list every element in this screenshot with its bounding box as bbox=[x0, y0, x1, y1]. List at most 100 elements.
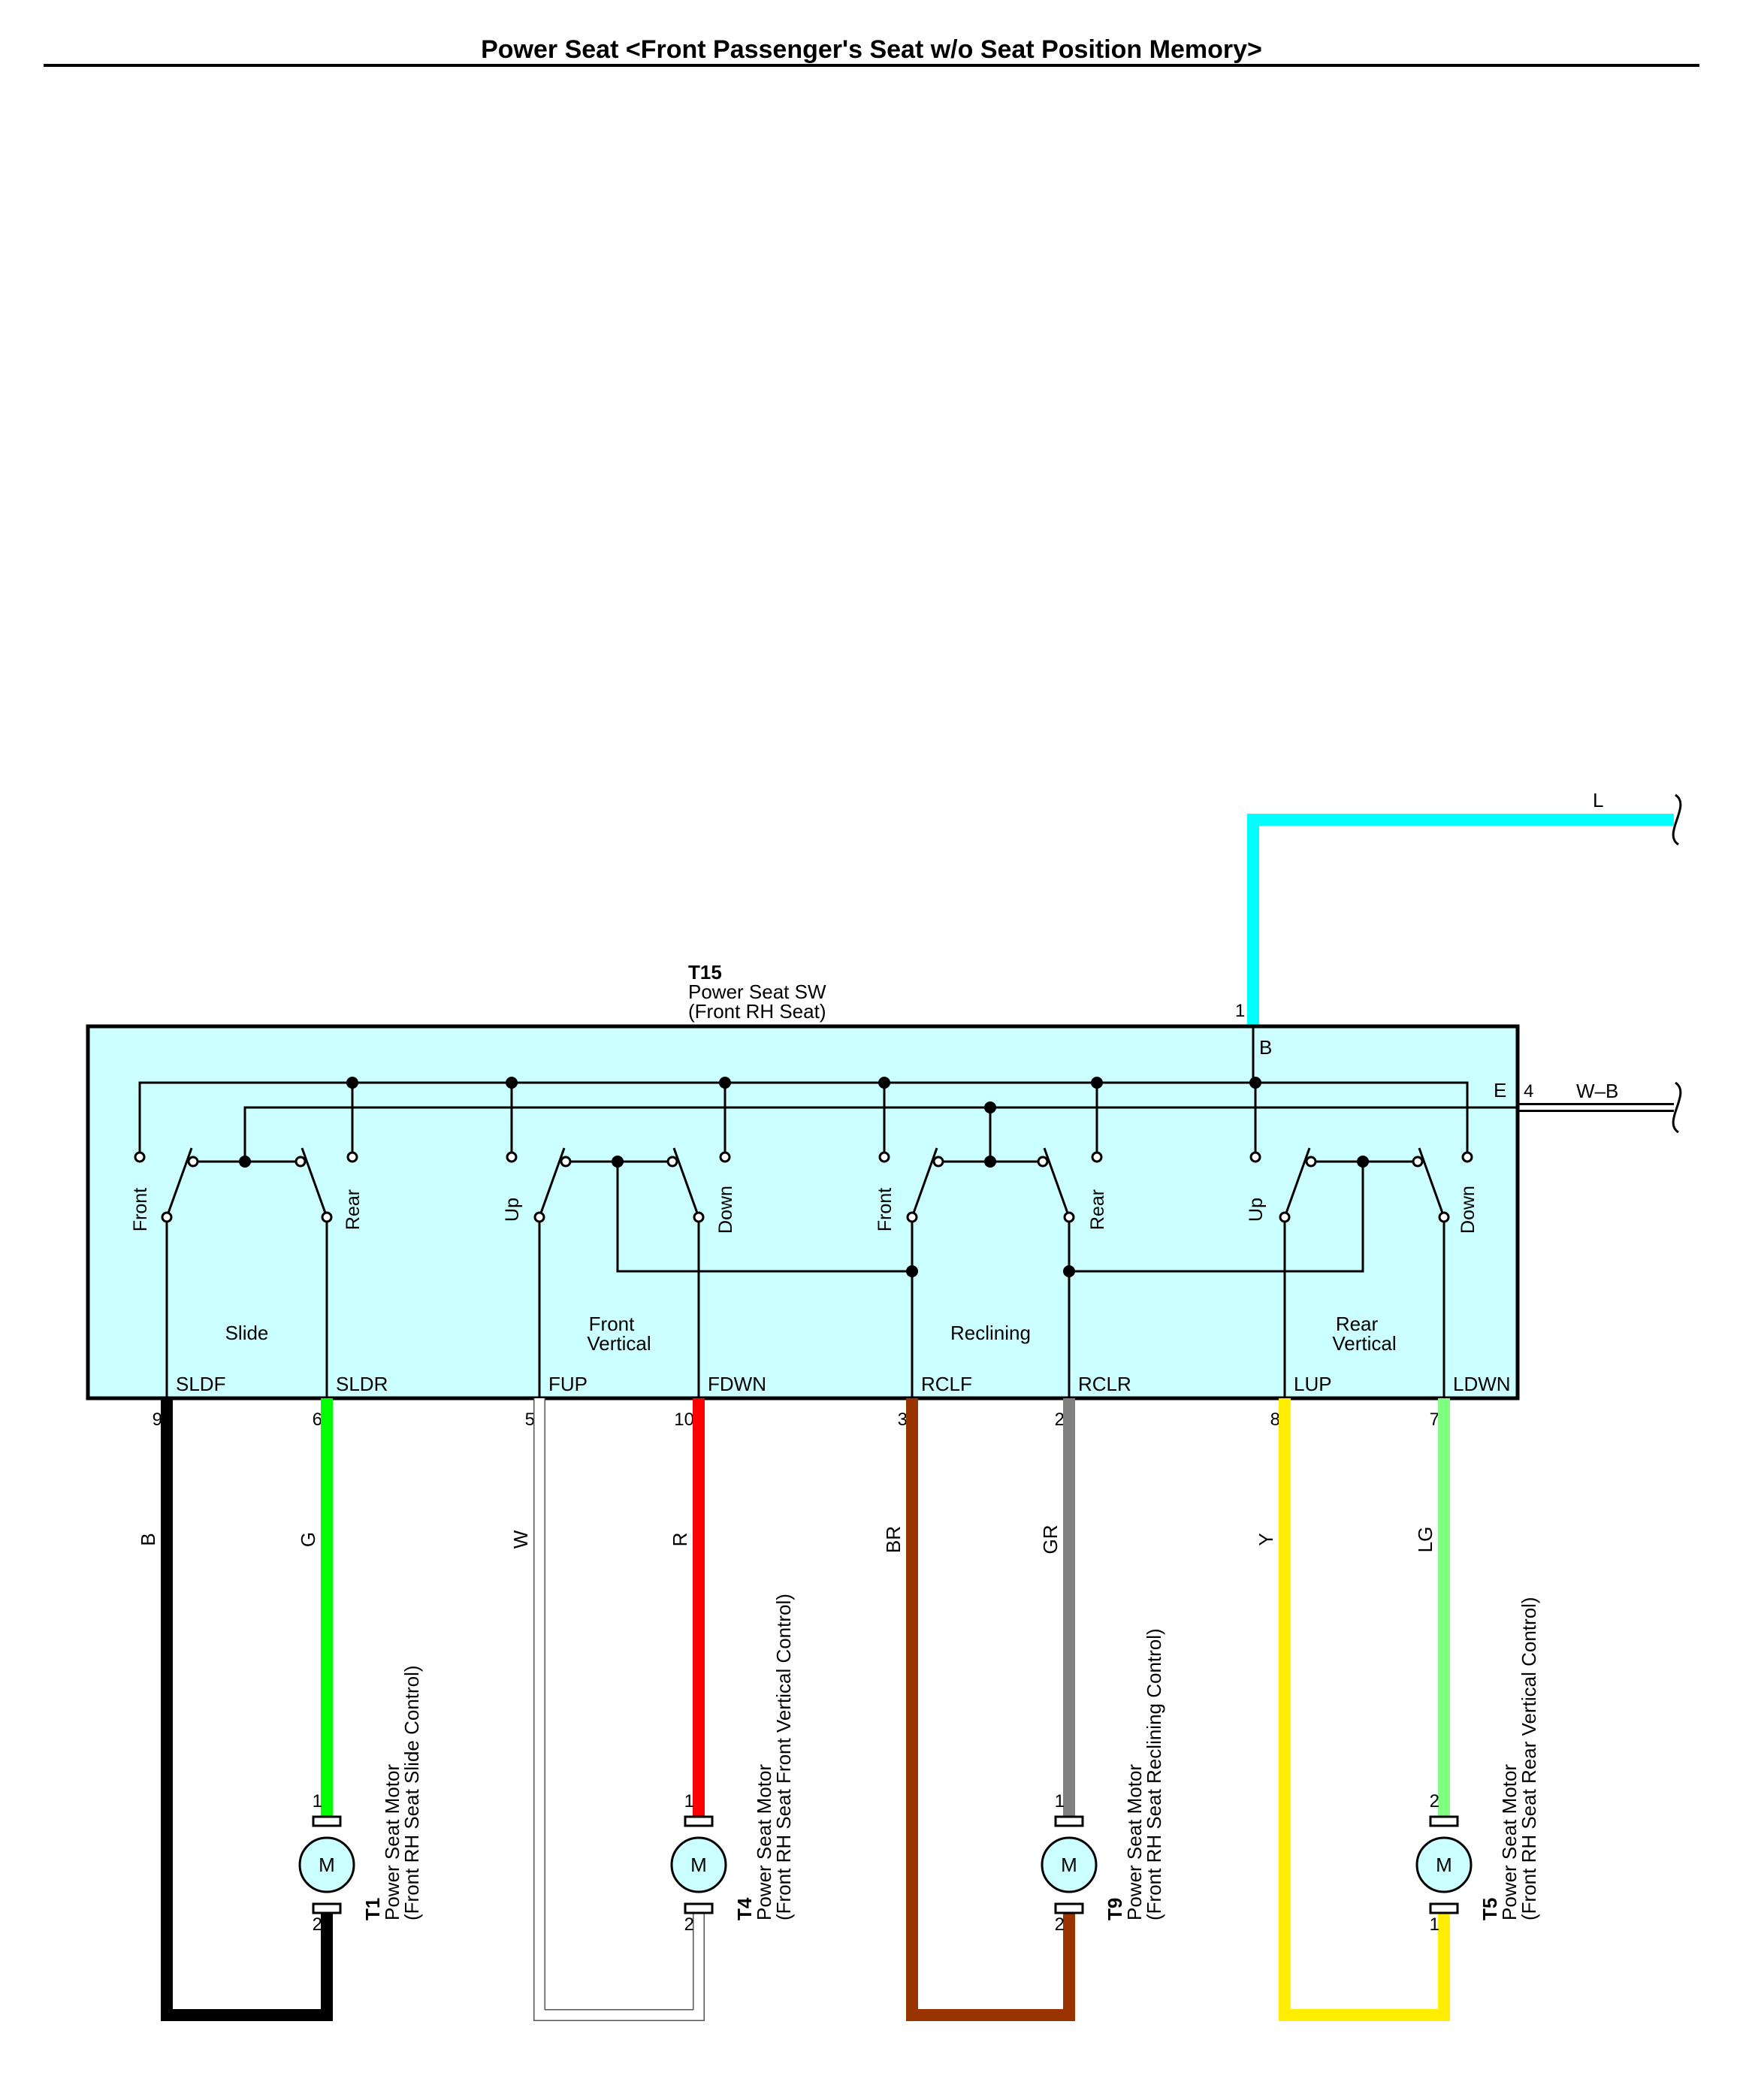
motor-description: (Front RH Seat Rear Vertical Control) bbox=[1518, 1597, 1540, 1920]
motor-terminal-cap bbox=[312, 1815, 342, 1827]
direction-label: Front bbox=[130, 1188, 151, 1231]
switch-blade bbox=[911, 1147, 938, 1218]
terminal-name: RCLR bbox=[1078, 1373, 1131, 1395]
motor-terminal-cap bbox=[1054, 1815, 1084, 1827]
junction-dot bbox=[239, 1156, 251, 1168]
switch-blade bbox=[538, 1147, 566, 1218]
page-title: Power Seat <Front Passenger's Seat w/o S… bbox=[481, 35, 1262, 64]
motor-pin: 2 bbox=[1055, 1914, 1065, 1935]
motor-symbol: M bbox=[319, 1854, 335, 1876]
motor-id: T9 bbox=[1104, 1898, 1126, 1920]
switch-contact bbox=[295, 1156, 307, 1168]
motor-symbol: M bbox=[1436, 1854, 1452, 1876]
connector-pin: 7 bbox=[1430, 1410, 1439, 1430]
junction-dot bbox=[1091, 1077, 1103, 1089]
switch-internal-bus bbox=[138, 1081, 1518, 1273]
wire bbox=[161, 1398, 333, 2021]
terminal-name: FUP bbox=[548, 1373, 588, 1395]
switch-contact bbox=[161, 1211, 173, 1223]
switch-contact bbox=[906, 1211, 918, 1223]
switch-contact bbox=[1461, 1151, 1473, 1163]
wire-code: BR bbox=[882, 1526, 905, 1553]
ground-continuation-mark bbox=[1672, 1081, 1682, 1134]
switch-contact bbox=[932, 1156, 944, 1168]
motor-pin: 2 bbox=[684, 1914, 694, 1935]
switch-contact bbox=[321, 1211, 333, 1223]
junction-dot bbox=[506, 1077, 518, 1089]
motor-name: Power Seat Motor bbox=[1123, 1764, 1146, 1920]
rear-vertical-cross-link bbox=[1069, 1162, 1364, 1273]
connector-pin: 3 bbox=[898, 1410, 908, 1430]
junction-dot bbox=[906, 1265, 918, 1277]
junction-dot bbox=[612, 1156, 624, 1168]
wire-code: G bbox=[297, 1532, 319, 1547]
motor-pin: 1 bbox=[1430, 1914, 1439, 1935]
motor-terminal-cap bbox=[684, 1902, 714, 1914]
terminal-name: FDWN bbox=[708, 1373, 766, 1395]
motor-name: Power Seat Motor bbox=[753, 1764, 775, 1920]
connector-pin: 6 bbox=[313, 1410, 322, 1430]
power-wire-l bbox=[1247, 814, 1674, 1026]
junction-dot bbox=[1249, 1077, 1261, 1089]
junction-dot bbox=[984, 1101, 996, 1113]
wire-code: Y bbox=[1255, 1533, 1277, 1546]
junction-dot bbox=[346, 1077, 358, 1089]
switch-contact bbox=[666, 1156, 678, 1168]
motor-terminal-cap bbox=[1429, 1815, 1459, 1827]
junction-dot bbox=[1357, 1156, 1369, 1168]
motor-pin: 2 bbox=[1430, 1791, 1439, 1811]
switch-name: Power Seat SW bbox=[688, 981, 826, 1003]
wire-code: R bbox=[669, 1533, 691, 1547]
wire-code: GR bbox=[1039, 1525, 1062, 1555]
junction-dot bbox=[719, 1077, 731, 1089]
motor-id: T5 bbox=[1479, 1898, 1501, 1920]
ground-wire-code: W–B bbox=[1576, 1080, 1618, 1102]
switch-contact bbox=[134, 1151, 146, 1163]
section-name: Front bbox=[589, 1313, 635, 1335]
section-name: Vertical bbox=[587, 1332, 651, 1355]
motor-icon bbox=[670, 1836, 727, 1893]
direction-label: Front bbox=[875, 1188, 896, 1231]
junction-dot bbox=[1063, 1265, 1075, 1277]
motor-pin: 1 bbox=[1055, 1791, 1065, 1811]
connector-pin: 8 bbox=[1270, 1410, 1280, 1430]
terminal-name: LDWN bbox=[1453, 1373, 1511, 1395]
direction-label: Down bbox=[715, 1186, 736, 1234]
wire bbox=[1279, 1398, 1450, 2021]
switch-contact bbox=[1279, 1211, 1291, 1223]
switch-contact bbox=[346, 1151, 358, 1163]
section-name: Vertical bbox=[1332, 1332, 1396, 1355]
switch-blade bbox=[1043, 1147, 1071, 1218]
junction-dot bbox=[984, 1156, 996, 1168]
switch-id: T15 bbox=[688, 961, 722, 984]
section-name: Slide bbox=[225, 1322, 269, 1344]
direction-label: Up bbox=[1246, 1198, 1267, 1222]
e-pin-number: 4 bbox=[1524, 1081, 1533, 1101]
wire-w bbox=[534, 1398, 704, 2020]
wire-code: B bbox=[137, 1533, 159, 1546]
switch-contact bbox=[878, 1151, 890, 1163]
switch-contact bbox=[1037, 1156, 1049, 1168]
switch-contact bbox=[187, 1156, 199, 1168]
motor-icon bbox=[1415, 1836, 1473, 1893]
motor-id: T1 bbox=[361, 1898, 384, 1920]
motor-symbol: M bbox=[690, 1854, 707, 1876]
section-name: Reclining bbox=[950, 1322, 1031, 1344]
terminal-name: SLDF bbox=[176, 1373, 225, 1395]
motor-pin: 2 bbox=[313, 1914, 322, 1935]
motor-pin: 1 bbox=[313, 1791, 322, 1811]
motor-terminal-cap bbox=[1429, 1902, 1459, 1914]
switch-contact bbox=[1438, 1211, 1450, 1223]
switch-contact bbox=[1091, 1151, 1103, 1163]
junction-dot bbox=[878, 1077, 890, 1089]
e-terminal: E bbox=[1494, 1079, 1506, 1101]
switch-contact bbox=[1249, 1151, 1261, 1163]
